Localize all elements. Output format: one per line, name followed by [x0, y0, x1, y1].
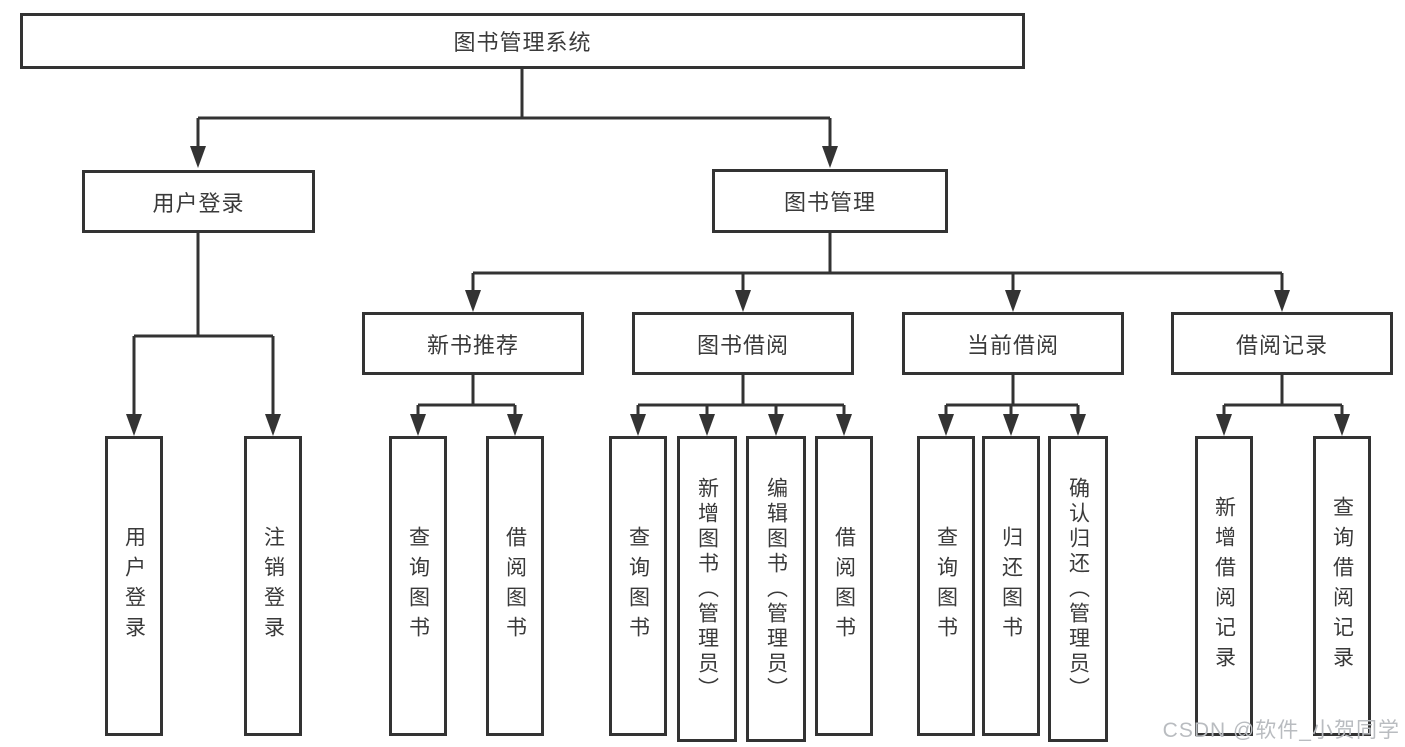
node-label: 新书推荐	[426, 332, 519, 358]
leaf-label: 借阅图书	[832, 526, 856, 646]
leaf-query-books-recommend: 查询图书	[389, 436, 447, 736]
node-borrowing-records: 借阅记录	[1171, 312, 1393, 375]
leaf-query-books-borrowing: 查询图书	[609, 436, 667, 736]
leaf-query-books-current: 查询图书	[917, 436, 975, 736]
leaf-label: 新增图书（管理员）	[695, 476, 719, 702]
node-book-management: 图书管理	[712, 169, 948, 233]
node-label: 当前借阅	[966, 332, 1059, 358]
leaf-label: 新增借阅记录	[1212, 496, 1236, 676]
node-label: 图书借阅	[696, 332, 789, 358]
node-label: 图书管理系统	[453, 30, 592, 55]
leaf-label: 查询图书	[626, 526, 650, 646]
leaf-borrow-books-recommend: 借阅图书	[486, 436, 544, 736]
leaf-edit-books-admin: 编辑图书（管理员）	[746, 436, 806, 742]
leaf-label: 借阅图书	[503, 526, 527, 646]
leaf-label: 查询图书	[406, 526, 430, 646]
leaf-label: 查询图书	[934, 526, 958, 646]
node-label: 图书管理	[783, 190, 876, 215]
leaf-label: 归还图书	[999, 526, 1023, 646]
node-current-borrowing: 当前借阅	[902, 312, 1124, 375]
leaf-label: 查询借阅记录	[1330, 496, 1354, 676]
node-library-management-system: 图书管理系统	[20, 13, 1025, 69]
node-book-borrowing: 图书借阅	[632, 312, 854, 375]
leaf-logout: 注销登录	[244, 436, 302, 736]
leaf-label: 注销登录	[261, 526, 285, 646]
leaf-label: 用户登录	[122, 526, 146, 646]
leaf-borrow-books-borrowing: 借阅图书	[815, 436, 873, 736]
node-label: 用户登录	[152, 190, 245, 216]
leaf-confirm-return-admin: 确认归还（管理员）	[1048, 436, 1108, 742]
leaf-query-borrow-record: 查询借阅记录	[1313, 436, 1371, 736]
leaf-label: 编辑图书（管理员）	[764, 476, 788, 702]
leaf-add-books-admin: 新增图书（管理员）	[677, 436, 737, 742]
leaf-label: 确认归还（管理员）	[1066, 476, 1090, 702]
csdn-watermark: CSDN @软件_小贺同学	[1162, 719, 1400, 742]
leaf-return-books: 归还图书	[982, 436, 1040, 736]
node-label: 借阅记录	[1235, 332, 1328, 358]
leaf-add-borrow-record: 新增借阅记录	[1195, 436, 1253, 736]
node-new-book-recommendation: 新书推荐	[362, 312, 584, 375]
leaf-user-login: 用户登录	[105, 436, 163, 736]
node-user-login: 用户登录	[82, 170, 315, 233]
